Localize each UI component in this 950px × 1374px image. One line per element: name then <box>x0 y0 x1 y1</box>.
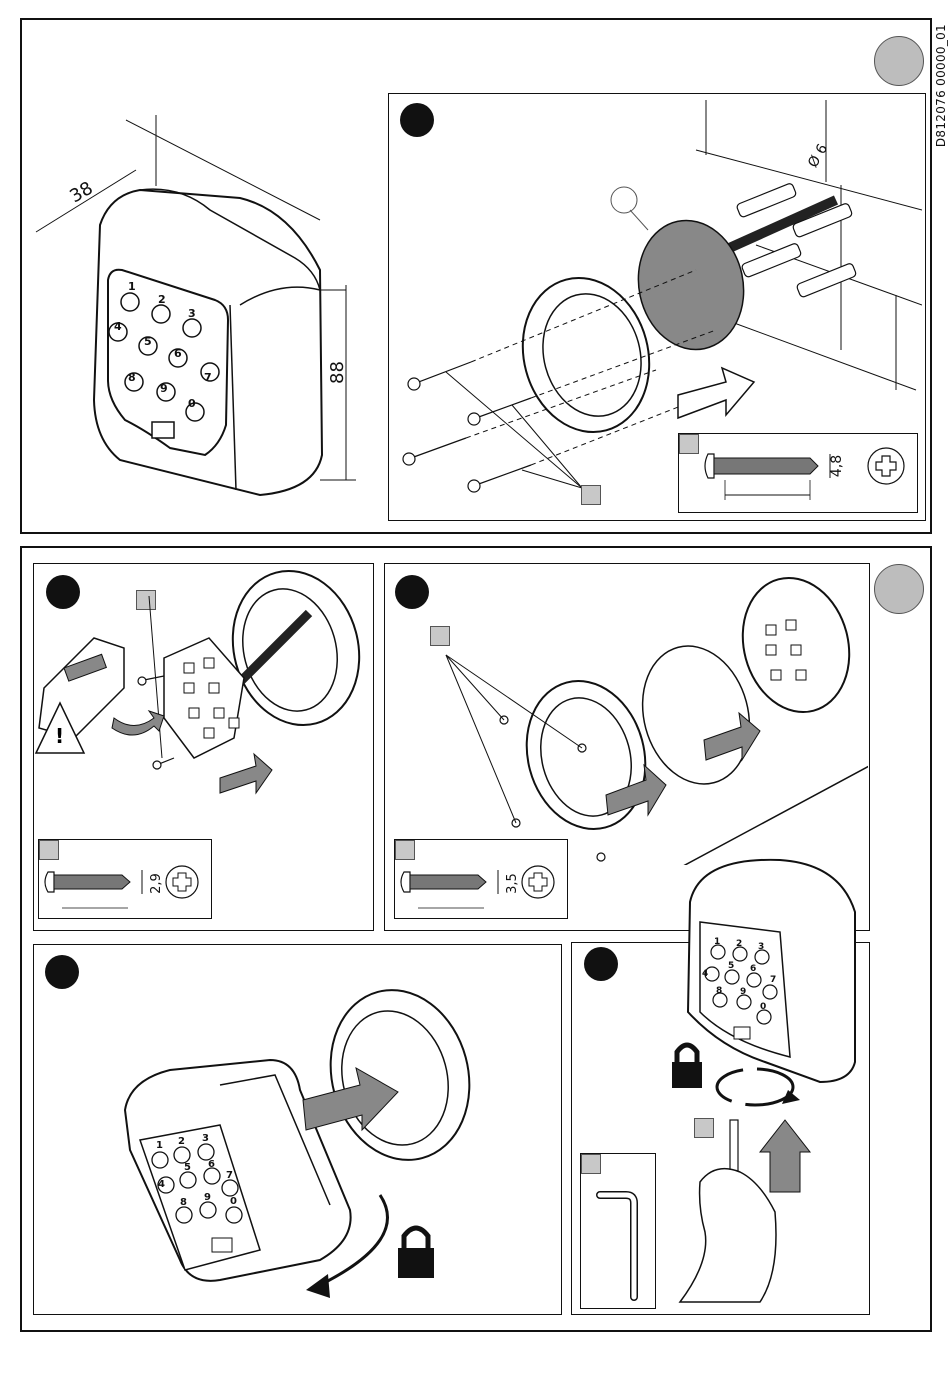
key-label: 7 <box>770 975 776 985</box>
key-label: 3 <box>188 307 196 320</box>
key-label: 9 <box>160 382 168 395</box>
key-label: 9 <box>204 1192 211 1203</box>
key-label: 4 <box>114 320 122 333</box>
key-label: 3 <box>758 942 764 952</box>
key-label: 1 <box>714 937 720 947</box>
step-e-marker <box>584 947 618 981</box>
inset-box <box>679 434 699 454</box>
inset-box <box>395 840 415 860</box>
svg-text:!: ! <box>55 724 64 748</box>
key-label: 2 <box>736 939 742 949</box>
cover-assembly <box>386 565 868 865</box>
screw-dim-a: 4,8 <box>829 455 845 477</box>
key-label: 5 <box>728 961 734 971</box>
dimension-height: 88 <box>327 361 348 384</box>
screw-drawing <box>398 864 566 918</box>
key-label: 1 <box>128 280 136 293</box>
key-label: 8 <box>180 1197 187 1208</box>
hex-key-drawing <box>590 1185 650 1305</box>
keypad-device-dimensions: 1 2 3 4 5 6 7 8 9 0 <box>30 100 370 510</box>
key-label: 2 <box>158 293 166 306</box>
key-label: 6 <box>750 964 756 974</box>
key-label: 7 <box>226 1170 233 1181</box>
tighten-with-hex-key: 1 2 3 4 5 6 7 8 9 0 <box>660 852 870 1312</box>
attach-front-cover: 1 2 3 4 5 6 7 8 9 0 <box>110 980 530 1305</box>
key-label: 9 <box>740 987 746 997</box>
circuit-board-assembly: ! <box>34 568 372 818</box>
screw-dim-c: 3,5 <box>505 873 520 894</box>
screw-drawing <box>700 440 914 510</box>
key-label: 0 <box>188 397 196 410</box>
part-box <box>581 485 601 505</box>
key-label: 0 <box>760 1002 766 1012</box>
key-label: 8 <box>716 986 722 996</box>
key-label: 4 <box>702 969 708 979</box>
key-label: 6 <box>208 1159 215 1170</box>
key-label: 3 <box>202 1133 209 1144</box>
key-label: 2 <box>178 1136 185 1147</box>
step-d-marker <box>45 955 79 989</box>
inset-box <box>39 840 59 860</box>
section-marker-top <box>874 36 924 86</box>
document-code: D812076 00000_01 <box>934 24 948 147</box>
key-label: 1 <box>156 1140 163 1151</box>
screw-drawing <box>42 864 210 918</box>
section-marker-bottom <box>874 564 924 614</box>
key-label: 5 <box>184 1162 191 1173</box>
key-label: 7 <box>204 371 212 384</box>
key-label: 8 <box>128 371 136 384</box>
key-label: 0 <box>230 1196 237 1207</box>
inset-box <box>581 1154 601 1174</box>
key-label: 6 <box>174 347 182 360</box>
screw-dim-b: 2,9 <box>149 873 164 894</box>
key-label: 5 <box>144 335 152 348</box>
key-label: 4 <box>158 1179 165 1190</box>
